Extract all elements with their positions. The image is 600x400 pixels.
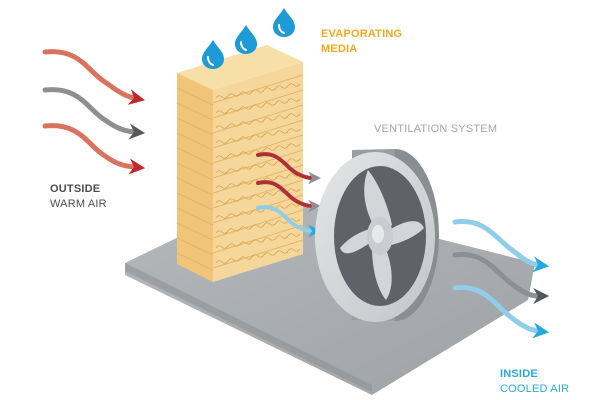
evaporating-media-pad (176, 45, 304, 282)
media-pad-side (213, 62, 303, 282)
media-pad-front (177, 73, 213, 282)
water-drops (202, 8, 295, 69)
neutral-air-arrow (42, 87, 146, 140)
media-pad-ridges (176, 74, 304, 271)
media-label-line2: MEDIA (321, 43, 358, 55)
outside-air-arrows (42, 49, 146, 175)
fan-hub-cap (372, 225, 384, 243)
water-drop-icon (235, 25, 257, 54)
inside-label-line2: COOLED AIR (500, 383, 570, 395)
warm-through-arrow (256, 180, 321, 213)
ventilation-system-label: VENTILATION SYSTEM (374, 123, 498, 135)
ventilation-fan (315, 149, 439, 322)
warm-air-arrow (42, 123, 146, 175)
through-media-arrows (256, 152, 321, 238)
outside-label-line2: WARM AIR (50, 198, 107, 210)
inside-air-arrows (452, 219, 550, 339)
cool-air-arrow (452, 285, 550, 339)
inside-air-label: INSIDE COOLED AIR (500, 367, 569, 397)
outside-air-label: OUTSIDE WARM AIR (50, 182, 107, 212)
cool-through-arrow (256, 205, 321, 238)
water-drop-icon (202, 40, 224, 69)
inside-label-line1: INSIDE (500, 368, 538, 380)
media-pad-top (177, 45, 303, 90)
water-drop-icon (273, 8, 295, 37)
neutral-air-arrow (452, 252, 550, 304)
media-label-line1: EVAPORATING (321, 28, 403, 40)
outside-label-line1: OUTSIDE (50, 183, 101, 195)
warm-air-arrow (42, 49, 145, 105)
warm-through-arrow (256, 152, 321, 185)
cool-air-arrow (452, 219, 550, 273)
base-plate-edge (125, 263, 372, 392)
evaporating-media-label: EVAPORATING MEDIA (321, 27, 402, 57)
